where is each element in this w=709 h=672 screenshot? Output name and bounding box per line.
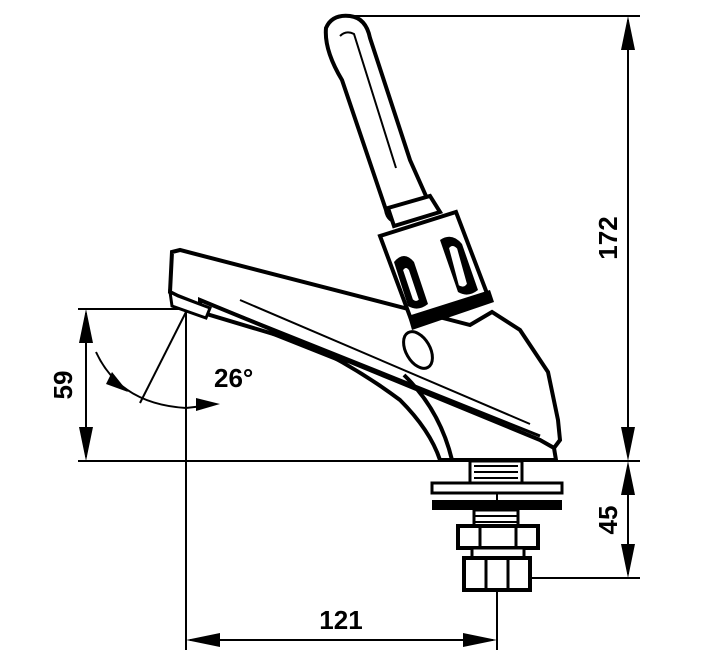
- tap-body: [167, 247, 563, 462]
- dim-label-59: 59: [48, 371, 78, 400]
- dimension-lines: [78, 15, 640, 650]
- dim-label-45: 45: [593, 506, 623, 535]
- dim-label-121: 121: [319, 605, 362, 635]
- dim-label-26-deg: 26°: [214, 363, 253, 393]
- lever-handle: [323, 13, 494, 330]
- dimension-labels: 172 45 59 26° 121: [48, 216, 623, 635]
- dim-label-172: 172: [593, 216, 623, 259]
- shank-fittings: [430, 459, 564, 592]
